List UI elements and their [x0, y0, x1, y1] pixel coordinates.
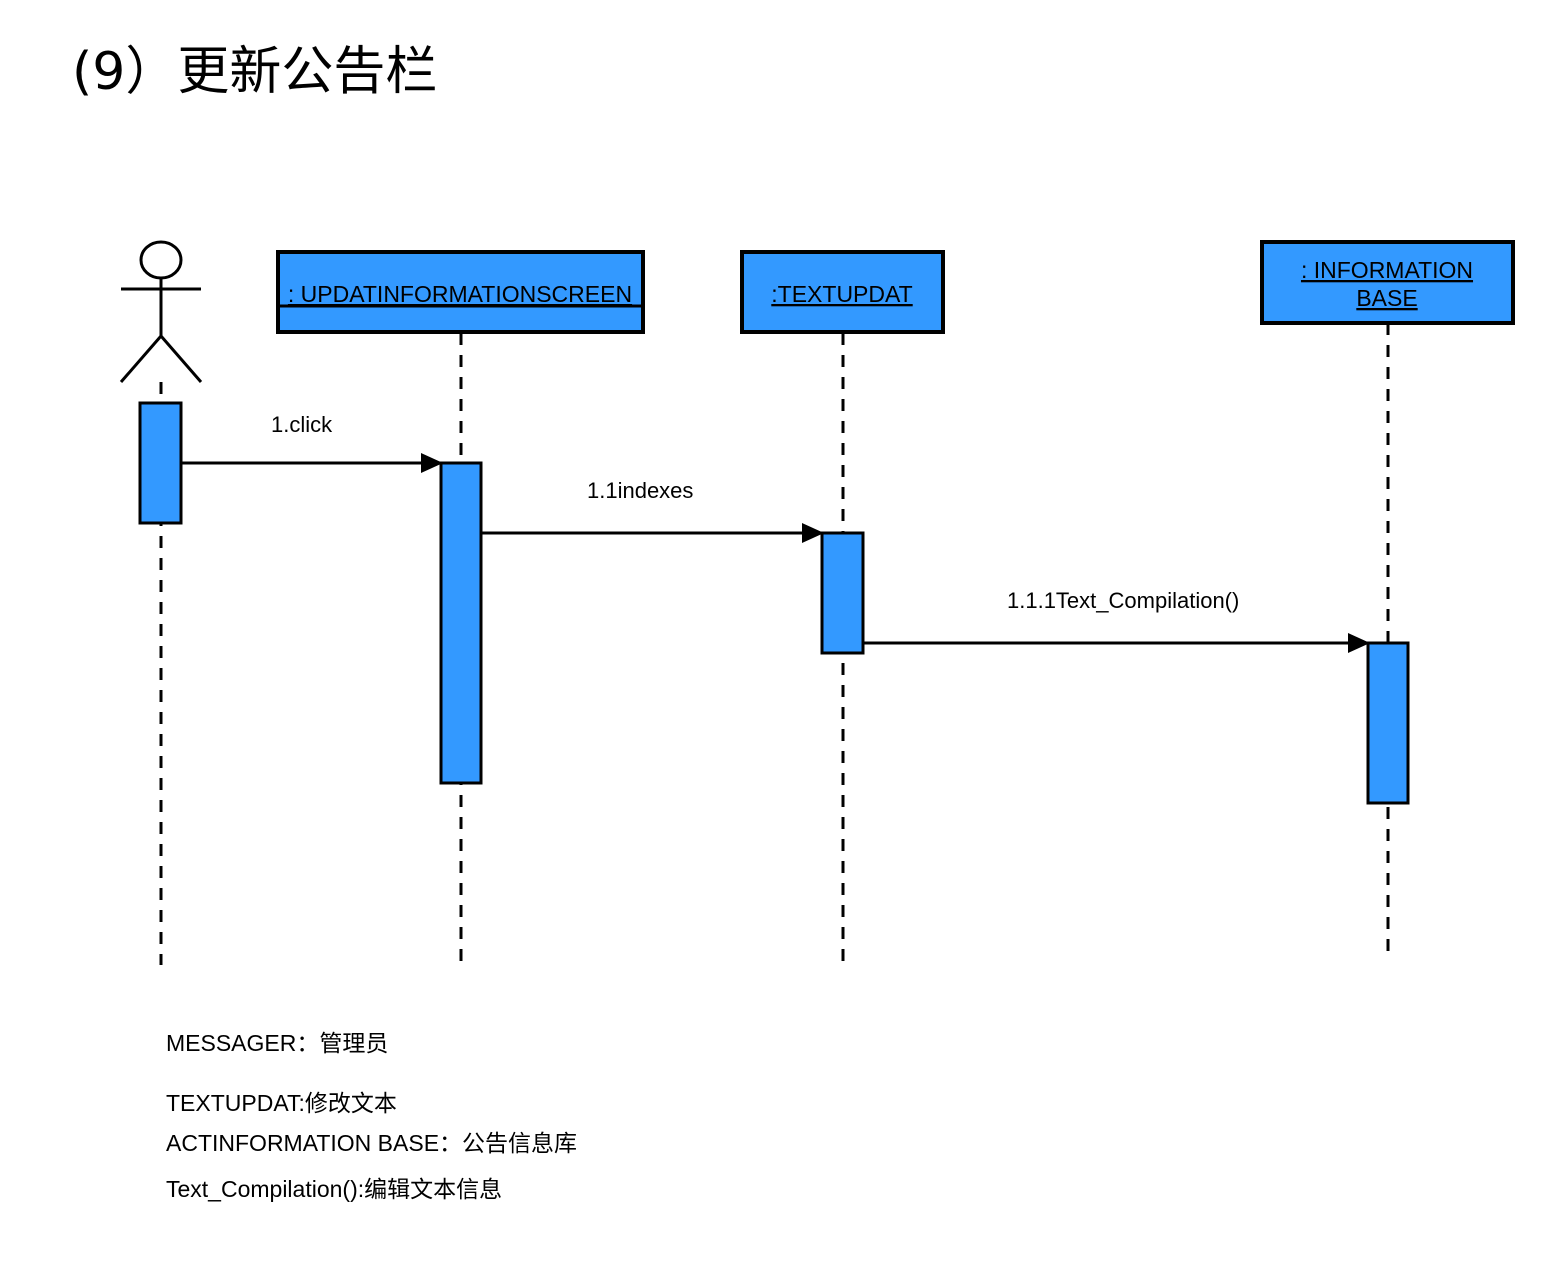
object-screen[interactable]: : UPDATINFORMATIONSCREEN	[276, 250, 645, 334]
object-infobase-label-line2: BASE	[1356, 285, 1417, 311]
activation-actor	[138, 401, 183, 525]
object-textupdat[interactable]: :TEXTUPDAT	[740, 250, 945, 334]
object-infobase[interactable]: : INFORMATION BASE	[1260, 240, 1515, 325]
object-screen-label: : UPDATINFORMATIONSCREEN	[288, 281, 632, 307]
page-title: (9）更新公告栏	[72, 42, 438, 102]
object-textupdat-label: :TEXTUPDAT	[771, 281, 912, 307]
legend-item-text-compilation: Text_Compilation():编辑文本信息	[166, 1176, 503, 1202]
activation-textupdat	[820, 531, 865, 655]
legend-item-textupdat: TEXTUPDAT:修改文本	[166, 1090, 397, 1116]
message-label-text-compilation: 1.1.1Text_Compilation()	[1007, 588, 1239, 613]
message-label-indexes: 1.1indexes	[587, 478, 693, 503]
message-label-click: 1.click	[271, 412, 333, 437]
legend-item-messager: MESSAGER：管理员	[166, 1030, 389, 1056]
legend-item-infobase: ACTINFORMATION BASE：公告信息库	[166, 1130, 578, 1156]
stick-figure-icon	[119, 240, 203, 383]
object-infobase-label-line1: : INFORMATION	[1301, 257, 1473, 283]
activation-infobase	[1366, 641, 1410, 805]
activation-screen	[439, 461, 483, 785]
